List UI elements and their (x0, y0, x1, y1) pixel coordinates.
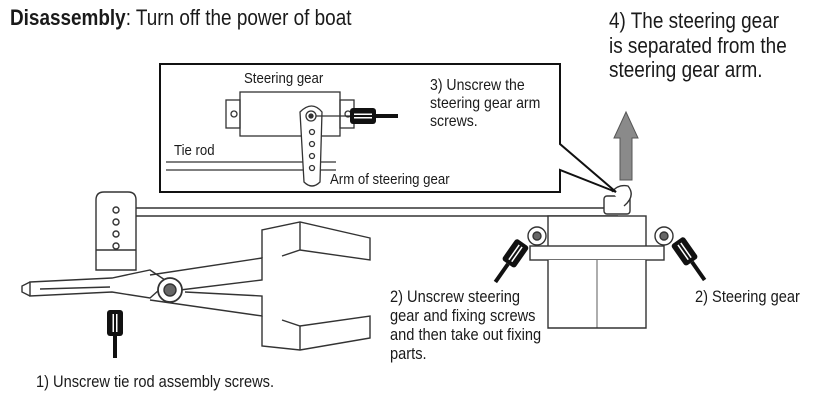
inset-tie-rod-label: Tie rod (174, 142, 215, 159)
page-title: Disassembly: Turn off the power of boat (10, 5, 352, 30)
inset-steering-gear-label: Steering gear (244, 70, 324, 87)
step-2-text: 2) Unscrew steering gear and fixing scre… (390, 287, 542, 364)
step-4-text: 4) The steering gear is separated from t… (609, 8, 787, 83)
screwdriver-icon (107, 310, 123, 358)
inset-arm-label: Arm of steering gear (330, 171, 450, 188)
screwdriver-icon (488, 238, 530, 287)
tie-rod-assembly (21, 191, 618, 351)
inset-detail (166, 91, 366, 187)
step-2-label: 2) Steering gear (695, 287, 800, 306)
up-arrow-icon (613, 110, 639, 181)
step-1-text: 1) Unscrew tie rod assembly screws. (36, 372, 275, 391)
step-3-text: 3) Unscrew the steering gear arm screws. (430, 77, 541, 130)
callout-box (159, 63, 617, 193)
steering-gear-servo (527, 184, 674, 329)
screwdriver-icon (670, 236, 712, 285)
